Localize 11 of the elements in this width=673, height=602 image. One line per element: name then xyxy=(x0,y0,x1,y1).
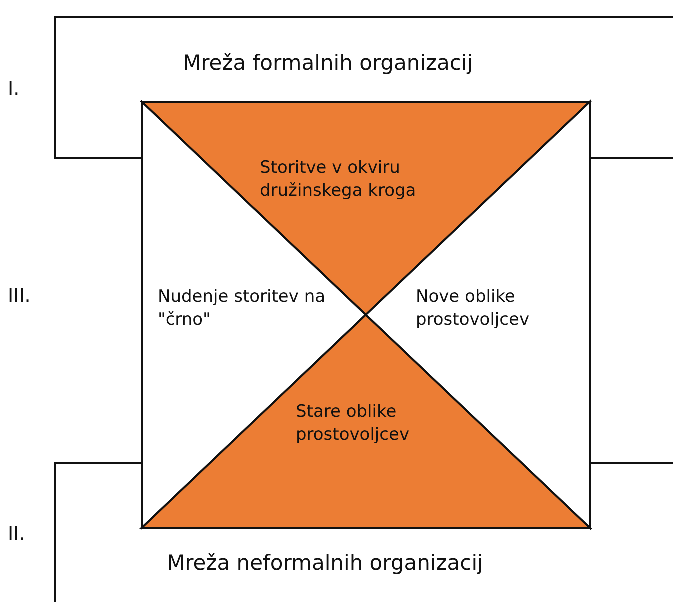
segment-label: Nove oblike prostovoljcev xyxy=(416,286,531,332)
segment-label: Stare oblike prostovoljcev xyxy=(296,401,411,447)
level-numeral: II. xyxy=(8,523,26,545)
level-numeral: III. xyxy=(8,285,31,307)
network-band xyxy=(55,17,673,158)
level-numeral: I. xyxy=(8,78,20,100)
band-title: Mreža formalnih organizacij xyxy=(183,51,474,75)
band-title: Mreža neformalnih organizacij xyxy=(167,551,484,575)
network-band xyxy=(55,463,673,602)
segment-label: Storitve v okviru družinskega kroga xyxy=(260,157,418,203)
segment-label: Nudenje storitev na "črno" xyxy=(158,286,327,332)
